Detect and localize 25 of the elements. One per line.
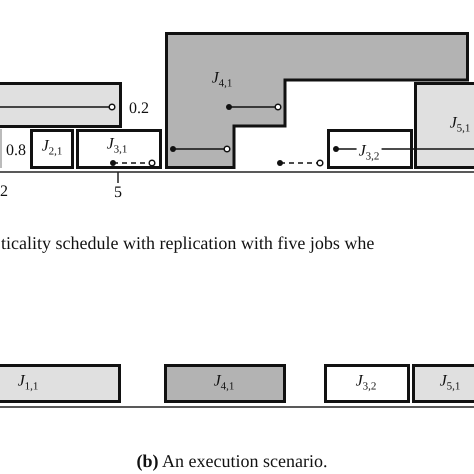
- job-label: J$_{5,1}$: [450, 115, 470, 135]
- job-box: [30, 129, 74, 169]
- job-label: J$_{4,1}$: [212, 70, 232, 90]
- job-box: [0, 82, 122, 128]
- job-box: [76, 129, 162, 169]
- job-box: [0, 364, 121, 403]
- job-block: [165, 32, 469, 169]
- job-box: [414, 82, 474, 169]
- caption-text: ticality schedule with replication with five jobs whe: [1, 234, 374, 252]
- job-label: J$_{1,1}$: [18, 373, 38, 393]
- caption: (b) An execution scenario.: [136, 452, 328, 470]
- job-box: [324, 364, 410, 403]
- job-label: J$_{5,1}$: [440, 373, 460, 393]
- job-label: J$_{2,1}$: [42, 138, 62, 158]
- job-label: J$_{3,1}$: [106, 136, 128, 156]
- job-box: [412, 364, 474, 403]
- tick-label: 2: [0, 184, 8, 200]
- probability-label: 0.2: [129, 101, 149, 117]
- job-label: J$_{3,2}$: [356, 142, 382, 164]
- tick-label: 5: [114, 185, 122, 201]
- job-label: J$_{4,1}$: [214, 373, 234, 393]
- job-box: [327, 129, 413, 169]
- job-label: J$_{3,2}$: [356, 373, 376, 393]
- job-box: [164, 364, 286, 403]
- probability-label: 0.8: [6, 143, 26, 159]
